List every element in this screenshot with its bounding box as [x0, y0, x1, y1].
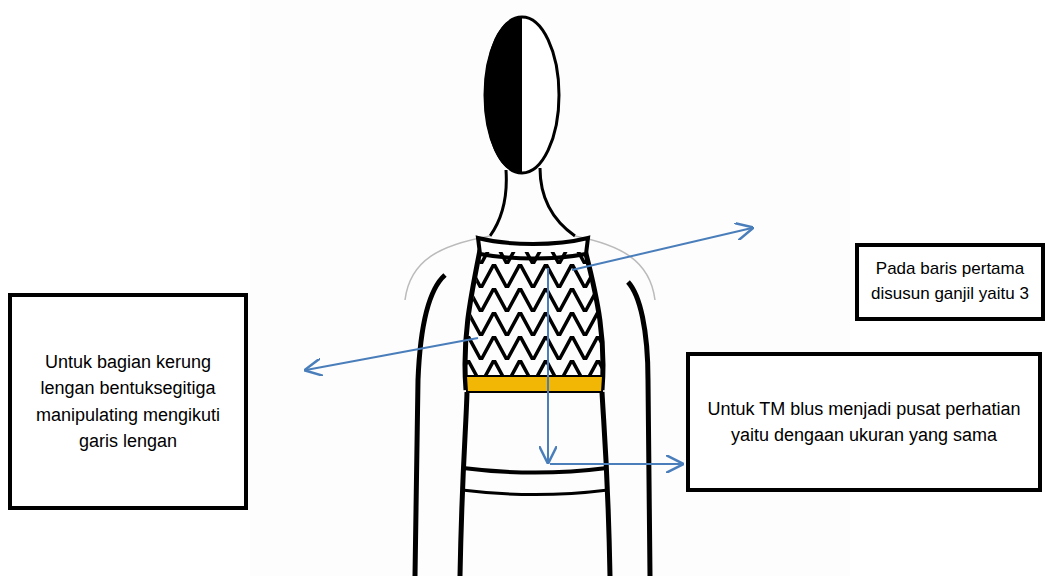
callout-text: Untuk bagian kerung lengan bentuksegitig… — [12, 343, 244, 459]
callout-text: Pada baris pertama disusun ganjil yaitu … — [859, 251, 1041, 312]
callout-box: Untuk bagian kerung lengan bentuksegitig… — [8, 293, 248, 510]
callout-box: Pada baris pertama disusun ganjil yaitu … — [855, 243, 1045, 321]
callout-box: Untuk TM blus menjadi pusat perhatian ya… — [686, 352, 1042, 492]
callout-text: Untuk TM blus menjadi pusat perhatian ya… — [690, 390, 1038, 454]
